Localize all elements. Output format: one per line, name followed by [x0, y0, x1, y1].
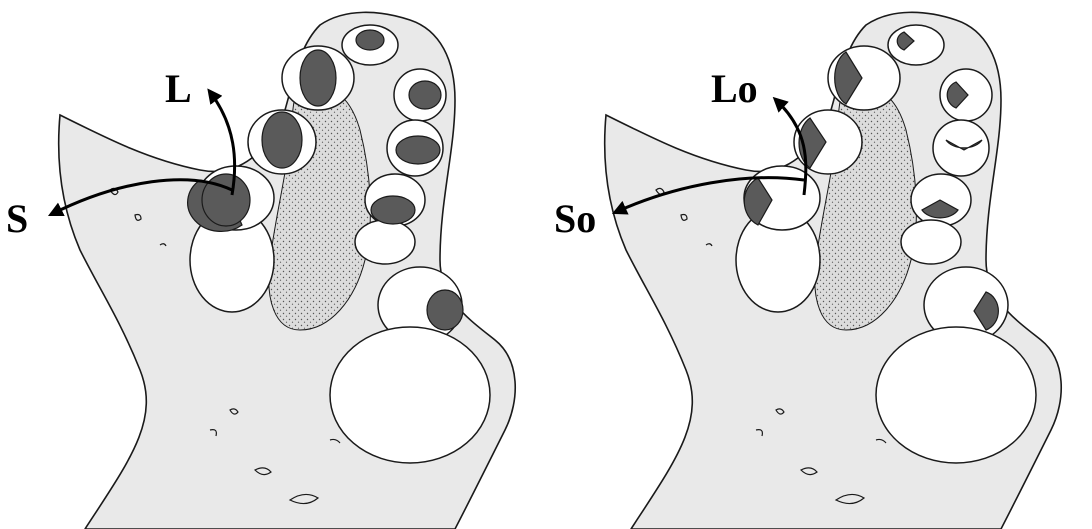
- dark-mark: [396, 136, 440, 164]
- dark-mark: [427, 290, 463, 330]
- chamber: [888, 25, 944, 65]
- label-up: L: [165, 66, 192, 111]
- label-side: S: [6, 196, 28, 241]
- label-side: So: [554, 196, 596, 241]
- diagram-right: Lo So: [546, 0, 1092, 529]
- chamber: [901, 220, 961, 264]
- dark-mark: [371, 196, 415, 224]
- chamber-large: [876, 327, 1036, 463]
- dark-mark: [262, 112, 302, 168]
- diagram-left: L S: [0, 0, 546, 529]
- dark-mark: [356, 30, 384, 50]
- dark-mark: [409, 81, 441, 109]
- chamber-large: [330, 327, 490, 463]
- chamber: [355, 220, 415, 264]
- panel-left: L S: [0, 0, 546, 529]
- label-up: Lo: [711, 66, 758, 111]
- dark-mark: [300, 50, 336, 106]
- panel-right: Lo So: [546, 0, 1092, 529]
